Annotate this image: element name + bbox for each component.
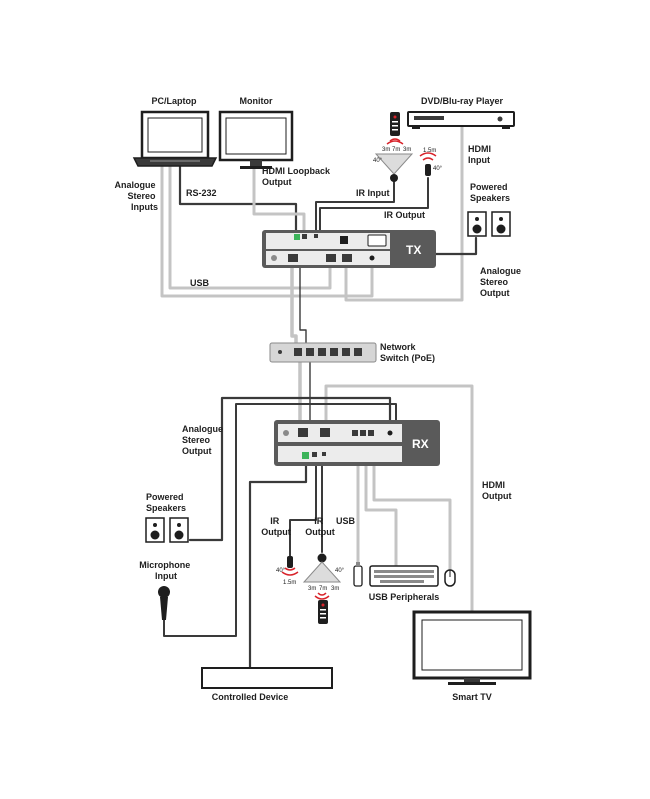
svg-text:3m: 3m [308, 586, 316, 592]
hdmi-input-label: HDMI Input [468, 144, 494, 165]
analogue-input-cable [160, 158, 374, 298]
usb-peripherals-label: USB Peripherals [369, 592, 440, 602]
usb-tx-cable [168, 158, 332, 290]
tx-switch-cable [290, 266, 298, 350]
remote-control-icon [318, 600, 328, 624]
usb-tx-label: USB [190, 278, 210, 288]
microphone-input-label: Microphone Input [139, 560, 193, 581]
smart-tv-label: Smart TV [452, 692, 492, 702]
svg-text:40°: 40° [335, 568, 345, 574]
analogue-stereo-output-rx-label: Analogue Stereo Output [182, 424, 226, 456]
tx-label: TX [406, 243, 421, 257]
ir-receiver-range-tx: 3m 7m 3m 40° [373, 147, 414, 182]
powered-speakers-rx-label: Powered Speakers [146, 492, 186, 513]
ir-output-tx-label: IR Output [384, 210, 425, 220]
switch-icon [269, 342, 377, 363]
svg-text:7m: 7m [392, 147, 400, 153]
tx-switch-cable-2 [299, 267, 307, 349]
analogue-stereo-output-tx-label: Analogue Stereo Output [480, 266, 524, 298]
hdmi-loopback-label: HDMI Loopback Output [262, 166, 333, 187]
usb-rx-label: USB [336, 516, 356, 526]
usb-flash-drive-icon [353, 562, 363, 587]
svg-text:40°: 40° [373, 158, 383, 164]
dvd-player-label: DVD/Blu-ray Player [421, 96, 504, 106]
ir-receiver-range-rx: 40° 3m 7m 3m [302, 553, 345, 592]
svg-text:1.5m: 1.5m [423, 148, 436, 154]
rs232-rx-cable [248, 464, 308, 670]
speaker-icon [145, 517, 189, 543]
ir-emitter-tx: 1.5m 40° [419, 148, 443, 176]
controlled-device-label: Controlled Device [212, 692, 289, 702]
hdmi-output-label: HDMI Output [482, 480, 512, 501]
mouse-icon [444, 569, 456, 587]
hdmi-input-cable [344, 122, 464, 302]
ir-rx-label: IR Output [305, 516, 335, 537]
ir-signal-waves-rx [314, 592, 330, 600]
svg-text:1.5m: 1.5m [283, 580, 296, 586]
ir-output-rx-cable [289, 465, 317, 561]
rx-unit: RX [274, 420, 440, 466]
rx-label: RX [412, 437, 429, 451]
network-switch-label: Network Switch (PoE) [380, 342, 435, 363]
ir-emitter-rx: 40° 1.5m [276, 556, 299, 586]
remote-control-icon [390, 112, 400, 136]
svg-text:3m: 3m [382, 147, 390, 153]
microphone-cable [163, 403, 397, 637]
keyboard-icon [369, 565, 439, 587]
ir-output-cable [319, 177, 429, 231]
rs232-label: RS-232 [186, 188, 217, 198]
tv-icon [412, 610, 532, 685]
svg-text:7m: 7m [319, 586, 327, 592]
ir-output-rx-label: IR Output [261, 516, 291, 537]
rs232-cable [178, 158, 298, 232]
microphone-icon [158, 586, 170, 620]
svg-text:40°: 40° [433, 166, 443, 172]
svg-text:40°: 40° [276, 568, 286, 574]
ir-signal-waves-tx [386, 138, 404, 145]
analogue-output-rx-cable [188, 396, 392, 542]
pc-laptop-label: PC/Laptop [152, 96, 197, 106]
cables [160, 122, 478, 670]
usb-keyboard-cable [364, 450, 398, 568]
tx-unit: TX [262, 230, 436, 268]
hdmi-loopback-cable [252, 164, 306, 232]
controlled-device-icon [201, 667, 333, 689]
svg-text:3m: 3m [331, 586, 339, 592]
ir-input-label: IR Input [356, 188, 390, 198]
speaker-icon [467, 211, 511, 237]
analogue-stereo-inputs-label: Analogue Stereo Inputs [114, 180, 158, 212]
monitor-icon [218, 110, 294, 169]
dvd-player-icon [407, 111, 515, 129]
svg-text:3m: 3m [403, 147, 411, 153]
usb-mouse-cable [372, 450, 452, 572]
powered-speakers-tx-label: Powered Speakers [470, 182, 510, 203]
monitor-label: Monitor [240, 96, 273, 106]
laptop-icon [132, 110, 218, 167]
ir-input-cable [315, 181, 395, 231]
